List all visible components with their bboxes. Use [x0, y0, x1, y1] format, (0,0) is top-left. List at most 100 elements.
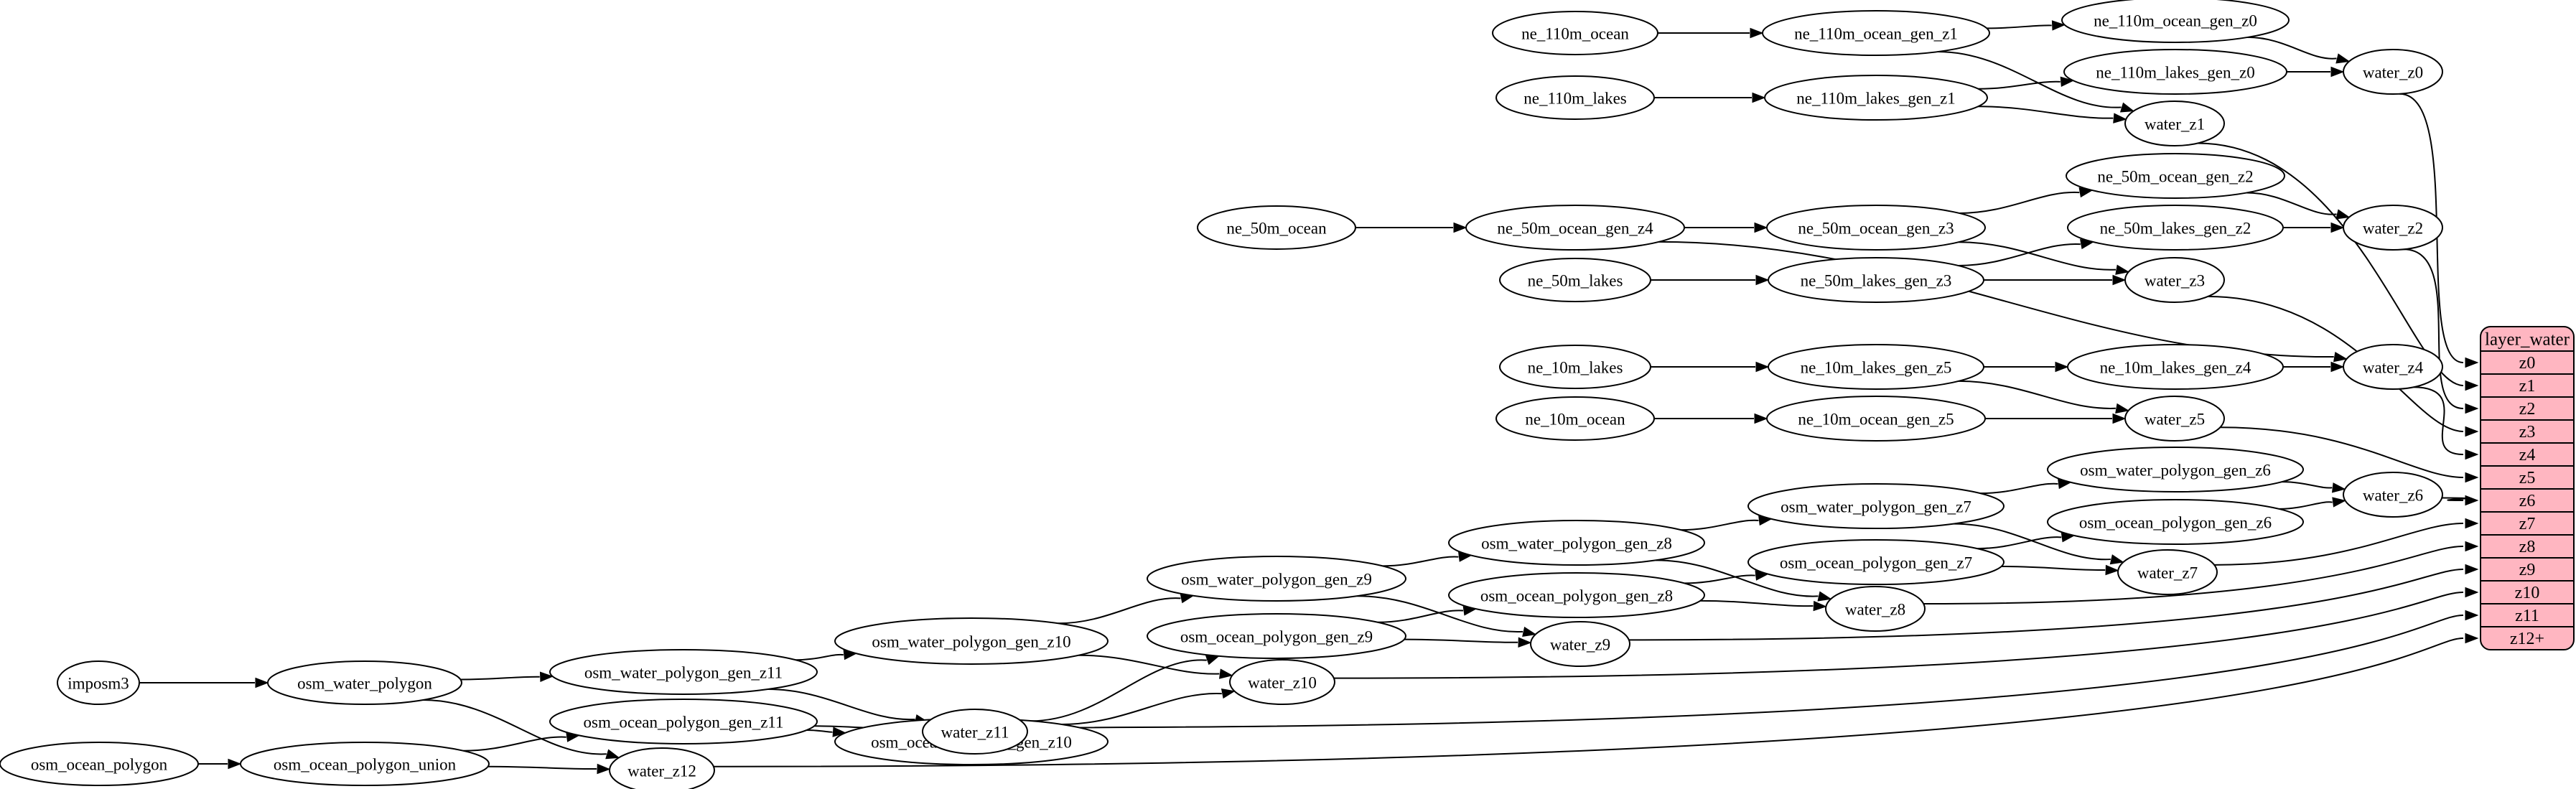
node-osm_ocean_polygon_union[interactable]: osm_ocean_polygon_union — [240, 742, 490, 786]
node-osm_water_polygon_gen_z9[interactable]: osm_water_polygon_gen_z9 — [1147, 556, 1406, 602]
node-osm_water_polygon_gen_z7[interactable]: osm_water_polygon_gen_z7 — [1747, 483, 2005, 529]
table-row-z0[interactable]: z0 — [2519, 354, 2536, 373]
table-row-z7[interactable]: z7 — [2519, 515, 2536, 533]
node-ne_50m_lakes_gen_z3[interactable]: ne_50m_lakes_gen_z3 — [1768, 257, 1984, 303]
node-water_z3[interactable]: water_z3 — [2124, 257, 2225, 303]
edge-osm_water_polygon_gen_z8-to-osm_water_polygon_gen_z7 — [1681, 519, 1759, 531]
node-label: ne_110m_ocean_gen_z1 — [1794, 25, 1958, 43]
table-row-z12+[interactable]: z12+ — [2510, 630, 2544, 648]
node-label: ne_110m_lakes_gen_z1 — [1796, 90, 1955, 108]
edge-arrowhead — [2465, 380, 2479, 391]
edge-arrowhead — [2335, 53, 2351, 64]
node-ne_110m_ocean_gen_z1[interactable]: ne_110m_ocean_gen_z1 — [1762, 10, 1990, 56]
node-water_z9[interactable]: water_z9 — [1530, 621, 1630, 667]
node-water_z7[interactable]: water_z7 — [2117, 549, 2218, 595]
edge-arrowhead — [2113, 113, 2127, 123]
table-row-z5[interactable]: z5 — [2519, 469, 2536, 487]
node-water_z2[interactable]: water_z2 — [2343, 205, 2443, 251]
table-row-z6[interactable]: z6 — [2519, 492, 2536, 510]
node-water_z5[interactable]: water_z5 — [2124, 396, 2225, 442]
node-ne_50m_ocean_gen_z3[interactable]: ne_50m_ocean_gen_z3 — [1766, 205, 1986, 251]
edge-arrowhead — [1755, 274, 1770, 286]
edge-arrowhead — [2105, 564, 2119, 576]
node-label: ne_10m_lakes_gen_z4 — [2100, 359, 2251, 377]
edge-arrowhead — [1813, 600, 1827, 612]
node-osm_ocean_polygon_gen_z7[interactable]: osm_ocean_polygon_gen_z7 — [1747, 539, 2005, 585]
node-label: ne_50m_lakes_gen_z3 — [1801, 272, 1952, 290]
node-ne_10m_lakes[interactable]: ne_10m_lakes — [1499, 345, 1651, 389]
edge-arrowhead — [2331, 482, 2346, 493]
edge-arrowhead — [2112, 413, 2127, 424]
node-ne_50m_ocean[interactable]: ne_50m_ocean — [1197, 205, 1356, 250]
table-row-z4[interactable]: z4 — [2519, 446, 2536, 464]
node-ne_10m_ocean[interactable]: ne_10m_ocean — [1495, 396, 1655, 441]
node-imposm3[interactable]: imposm3 — [57, 660, 140, 705]
edge-arrowhead — [1750, 27, 1764, 39]
node-water_z10[interactable]: water_z10 — [1229, 659, 1335, 705]
edge-arrowhead — [2465, 472, 2479, 483]
node-water_z4[interactable]: water_z4 — [2343, 344, 2443, 390]
node-osm_ocean_polygon_gen_z9[interactable]: osm_ocean_polygon_gen_z9 — [1147, 613, 1406, 659]
node-ellipse — [1147, 613, 1406, 659]
table-row-z10[interactable]: z10 — [2515, 584, 2540, 602]
node-water_z8[interactable]: water_z8 — [1825, 586, 1926, 632]
node-ne_50m_ocean_gen_z4[interactable]: ne_50m_ocean_gen_z4 — [1465, 205, 1685, 251]
node-ellipse — [1495, 75, 1655, 120]
node-label: water_z12 — [627, 762, 696, 780]
node-ne_10m_lakes_gen_z5[interactable]: ne_10m_lakes_gen_z5 — [1768, 344, 1984, 390]
table-row-z9[interactable]: z9 — [2519, 561, 2536, 579]
table-row-z8[interactable]: z8 — [2519, 538, 2536, 556]
edge-ne_10m_lakes_gen_z5-to-water_z5 — [1958, 380, 2116, 409]
node-ellipse — [1147, 556, 1406, 602]
node-ne_110m_lakes_gen_z1[interactable]: ne_110m_lakes_gen_z1 — [1764, 75, 1988, 121]
node-ne_50m_lakes_gen_z2[interactable]: ne_50m_lakes_gen_z2 — [2067, 205, 2284, 251]
node-ellipse — [1465, 205, 1685, 251]
node-water_z1[interactable]: water_z1 — [2124, 101, 2225, 146]
node-water_z6[interactable]: water_z6 — [2343, 472, 2443, 518]
node-ne_10m_ocean_gen_z5[interactable]: ne_10m_ocean_gen_z5 — [1766, 396, 1986, 442]
node-label: water_z6 — [2363, 487, 2423, 505]
node-ne_110m_lakes[interactable]: ne_110m_lakes — [1495, 75, 1655, 120]
node-ellipse — [1768, 257, 1984, 303]
edge-arrowhead — [2109, 554, 2124, 565]
edge-osm_ocean_polygon_gen_z8-to-water_z8 — [1700, 599, 1814, 607]
node-osm_water_polygon_gen_z8[interactable]: osm_water_polygon_gen_z8 — [1448, 520, 1705, 566]
edge-arrowhead — [597, 763, 611, 775]
node-osm_water_polygon_gen_z10[interactable]: osm_water_polygon_gen_z10 — [834, 617, 1109, 665]
node-label: osm_water_polygon_gen_z7 — [1781, 498, 1971, 516]
node-label: ne_110m_lakes — [1523, 90, 1627, 108]
node-water_z0[interactable]: water_z0 — [2343, 49, 2443, 95]
node-ne_110m_lakes_gen_z0[interactable]: ne_110m_lakes_gen_z0 — [2063, 49, 2287, 95]
node-ellipse — [2124, 101, 2225, 146]
node-label: ne_10m_lakes — [1528, 359, 1623, 377]
table-row-z2[interactable]: z2 — [2519, 400, 2536, 419]
node-ne_50m_lakes[interactable]: ne_50m_lakes — [1499, 258, 1651, 302]
node-label: ne_10m_lakes_gen_z5 — [1801, 359, 1952, 377]
node-water_z11[interactable]: water_z11 — [922, 709, 1028, 755]
table-row-z11[interactable]: z11 — [2515, 607, 2539, 625]
node-osm_ocean_polygon[interactable]: osm_ocean_polygon — [0, 742, 199, 786]
node-label: water_z7 — [2137, 564, 2198, 582]
table-row-z3[interactable]: z3 — [2519, 423, 2536, 442]
edge-ne_110m_lakes_gen_z1-to-ne_110m_lakes_gen_z0 — [1978, 80, 2061, 90]
node-ne_110m_ocean[interactable]: ne_110m_ocean — [1492, 11, 1658, 55]
node-osm_water_polygon[interactable]: osm_water_polygon — [267, 660, 462, 705]
edge-arrowhead — [2060, 76, 2075, 87]
node-ne_110m_ocean_gen_z0[interactable]: ne_110m_ocean_gen_z0 — [2061, 0, 2290, 43]
node-osm_water_polygon_gen_z6[interactable]: osm_water_polygon_gen_z6 — [2047, 447, 2304, 492]
table-row-z1[interactable]: z1 — [2519, 377, 2536, 396]
node-ellipse — [834, 617, 1109, 665]
node-water_z12[interactable]: water_z12 — [609, 747, 715, 789]
node-osm_ocean_polygon_gen_z11[interactable]: osm_ocean_polygon_gen_z11 — [549, 699, 818, 744]
edge-osm_ocean_polygon_gen_z7-to-osm_ocean_polygon_gen_z6 — [1977, 536, 2062, 550]
node-osm_water_polygon_gen_z11[interactable]: osm_water_polygon_gen_z11 — [549, 649, 818, 695]
edge-osm_ocean_polygon_gen_z10-to-water_z10 — [1061, 693, 1222, 725]
node-ellipse — [2067, 205, 2284, 251]
node-ne_50m_ocean_gen_z2[interactable]: ne_50m_ocean_gen_z2 — [2066, 153, 2285, 199]
node-ne_10m_lakes_gen_z4[interactable]: ne_10m_lakes_gen_z4 — [2067, 344, 2284, 390]
node-osm_ocean_polygon_gen_z8[interactable]: osm_ocean_polygon_gen_z8 — [1448, 572, 1705, 618]
edge-arrowhead — [2465, 541, 2479, 552]
node-layer: imposm3 osm_water_polygon osm_ocean_polygo… — [0, 0, 2443, 789]
node-osm_ocean_polygon_gen_z6[interactable]: osm_ocean_polygon_gen_z6 — [2047, 499, 2304, 545]
